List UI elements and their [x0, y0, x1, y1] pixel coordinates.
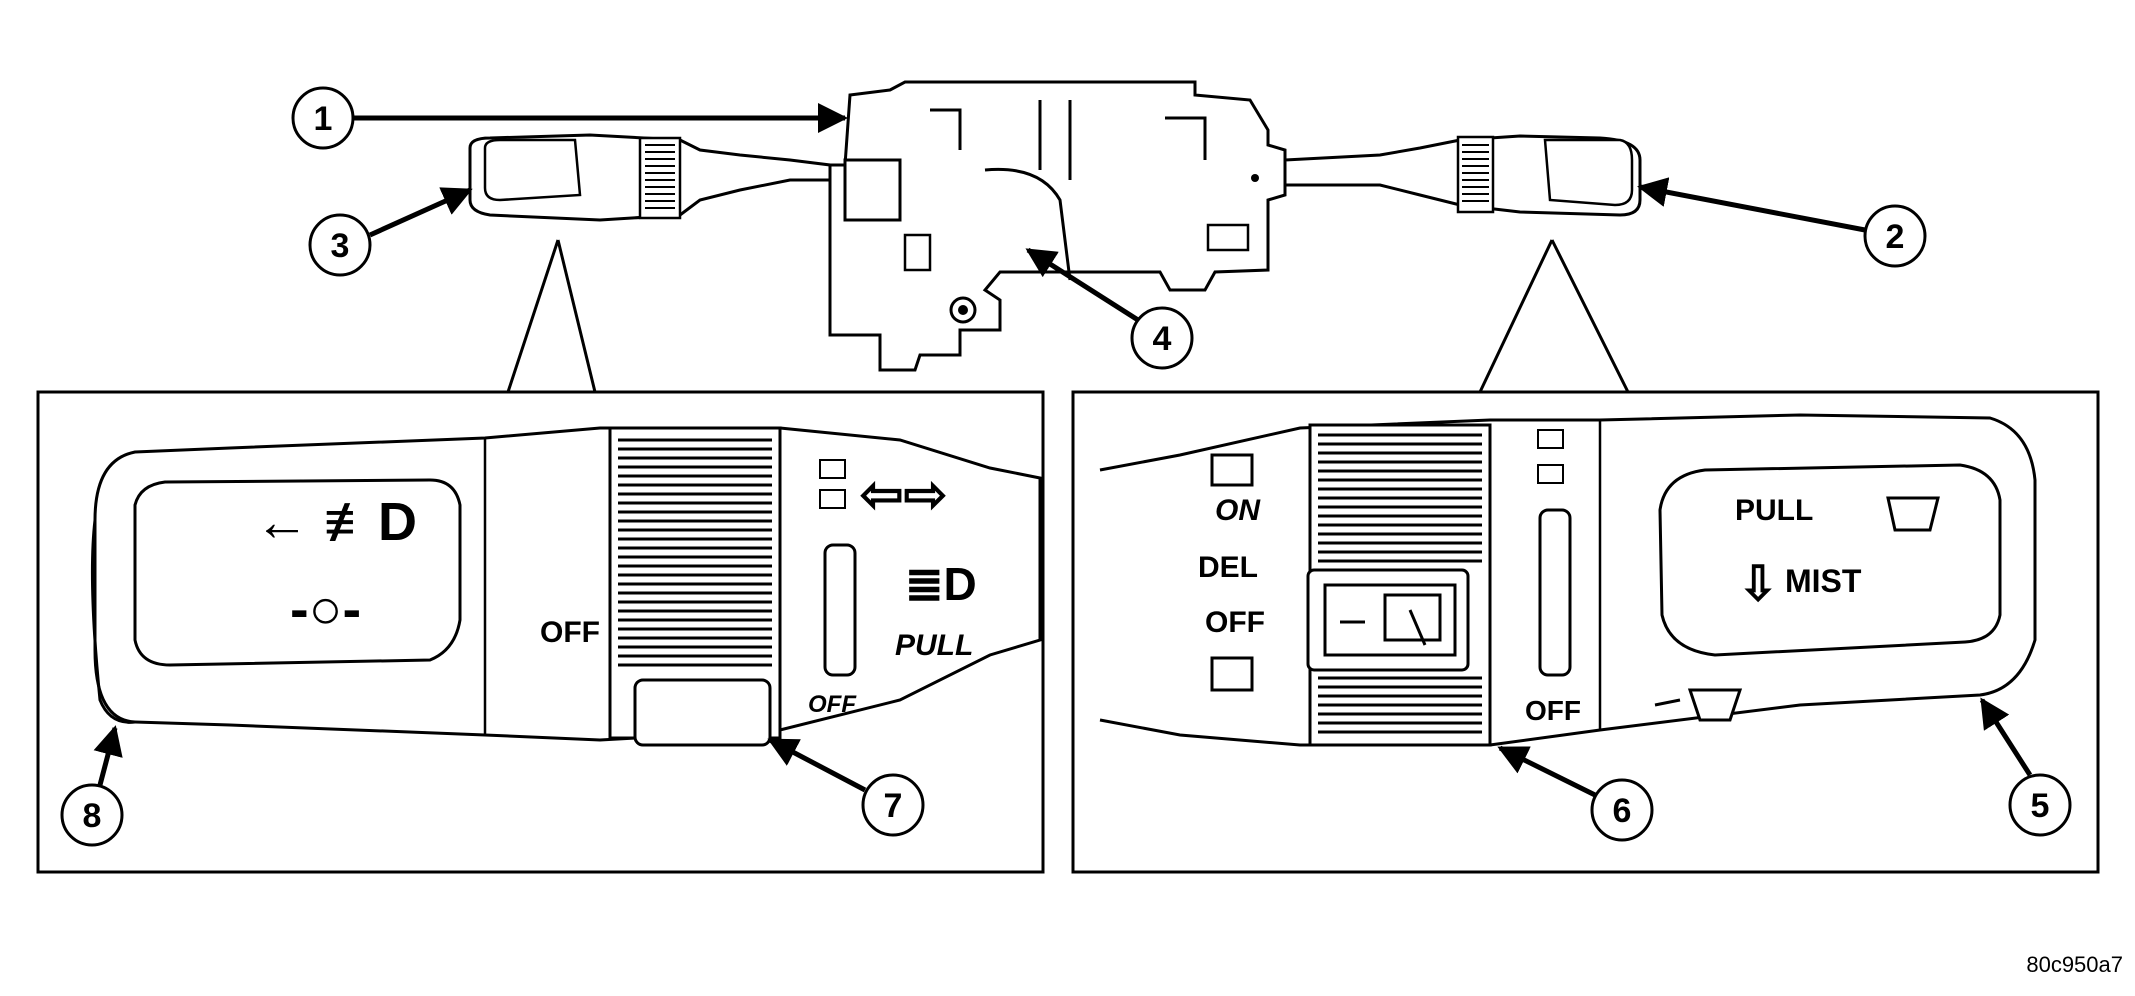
turn-signal-arrows-symbol: ⇦⇨: [860, 466, 947, 524]
svg-text:2: 2: [1886, 218, 1905, 256]
high-beam-symbol: ≣D: [905, 558, 977, 610]
right-del-label: DEL: [1198, 551, 1258, 584]
callout-2: 2: [1637, 177, 1927, 268]
callout-4: 4: [1025, 247, 1194, 370]
callout-1: 1: [291, 86, 848, 150]
washer-arrow-icon: ⇩: [1738, 558, 1778, 611]
left-rear-off-label: OFF: [808, 691, 857, 718]
svg-text:5: 5: [2031, 787, 2050, 825]
right-off-label: OFF: [1205, 606, 1265, 639]
wiper-on-icon: [1210, 453, 1254, 487]
svg-text:6: 6: [1613, 792, 1632, 830]
callout-5: 5: [1979, 697, 2072, 837]
fog-lamp-symbol: ← ≢D: [255, 492, 417, 552]
right-mist-label: MIST: [1785, 563, 1862, 599]
right-pull-label: PULL: [1735, 494, 1813, 527]
svg-text:1: 1: [314, 100, 333, 138]
wiper-windshield-icon: [1886, 496, 1940, 532]
multifunction-switch-assembly: [468, 80, 1642, 372]
switch-housing: [828, 80, 1287, 372]
parking-lamp-symbol: -○-: [290, 577, 361, 640]
right-off2-label: OFF: [1525, 695, 1581, 726]
wiper-off-icon: [1210, 656, 1254, 692]
svg-text:3: 3: [331, 227, 350, 265]
left-pull-label: PULL: [895, 629, 973, 662]
right-on-label: ON: [1215, 494, 1261, 527]
left-off-label: OFF: [540, 616, 600, 649]
wiper-switch-detail: ON DEL OFF OFF PULL ⇩ MIST: [1071, 239, 2100, 874]
callout-3: 3: [308, 187, 473, 277]
callout-7: 7: [767, 737, 925, 837]
callout-8: 8: [60, 725, 124, 847]
svg-text:4: 4: [1153, 320, 1172, 358]
callout-6: 6: [1497, 745, 1654, 842]
headlamp-switch-detail: ← ≢D -○- OFF PULL OFF ⇦⇨ ≣D: [36, 239, 1045, 874]
svg-text:7: 7: [884, 787, 903, 825]
rear-wiper-icon: [1687, 688, 1743, 722]
reference-code: 80c950a7: [2026, 952, 2123, 977]
svg-text:8: 8: [83, 797, 102, 835]
